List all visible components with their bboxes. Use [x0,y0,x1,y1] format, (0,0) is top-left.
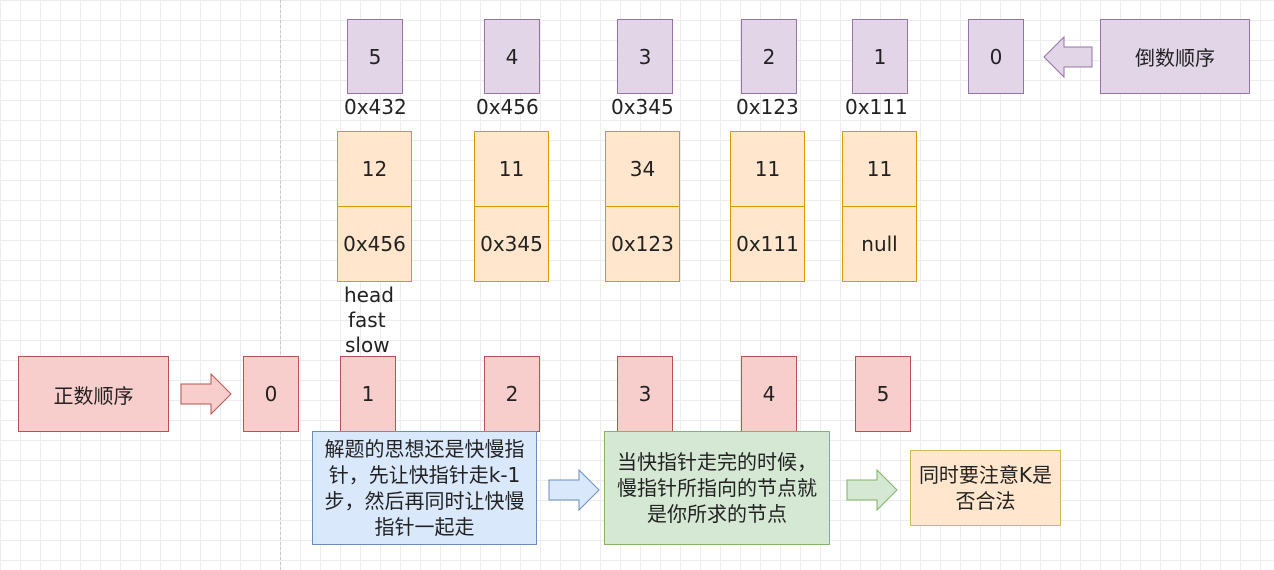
idea-to-result-arrow [548,468,600,512]
address-label: 0x111 [845,95,908,119]
forward-order-arrow [180,372,232,416]
node-value: 11 [474,131,549,207]
reverse-order-arrow [1043,35,1093,79]
reverse-index-1: 1 [852,19,908,94]
reverse-order-label: 倒数顺序 [1100,19,1250,94]
forward-index-5: 5 [855,356,911,432]
forward-index-1: 1 [340,356,396,432]
address-label: 0x432 [344,95,407,119]
head-pointer-label: head [344,283,394,307]
node-value: 34 [605,131,680,207]
reverse-index-5: 5 [347,19,403,94]
forward-index-0: 0 [243,356,299,432]
reverse-index-0: 0 [968,19,1024,94]
address-label: 0x123 [736,95,799,119]
node-next: 0x123 [605,206,680,282]
fast-pointer-label: fast [348,308,386,332]
node-next: null [842,206,917,282]
result-to-check-arrow [846,468,898,512]
forward-order-label: 正数顺序 [18,356,169,432]
node-value: 12 [337,131,412,207]
node-next: 0x456 [337,206,412,282]
address-label: 0x345 [611,95,674,119]
reverse-index-3: 3 [617,19,673,94]
idea-note: 解题的思想还是快慢指针，先让快指针走k-1步，然后再同时让快慢指针一起走 [312,431,537,545]
result-note: 当快指针走完的时候，慢指针所指向的节点就是你所求的节点 [604,431,830,545]
node-value: 11 [842,131,917,207]
check-note: 同时要注意K是否合法 [910,450,1061,526]
node-next: 0x111 [730,206,805,282]
forward-index-2: 2 [484,356,540,432]
reverse-index-2: 2 [741,19,797,94]
forward-index-4: 4 [741,356,797,432]
forward-index-3: 3 [617,356,673,432]
node-value: 11 [730,131,805,207]
address-label: 0x456 [476,95,539,119]
reverse-index-4: 4 [484,19,540,94]
node-next: 0x345 [474,206,549,282]
divider-line [280,0,281,570]
slow-pointer-label: slow [345,333,390,357]
